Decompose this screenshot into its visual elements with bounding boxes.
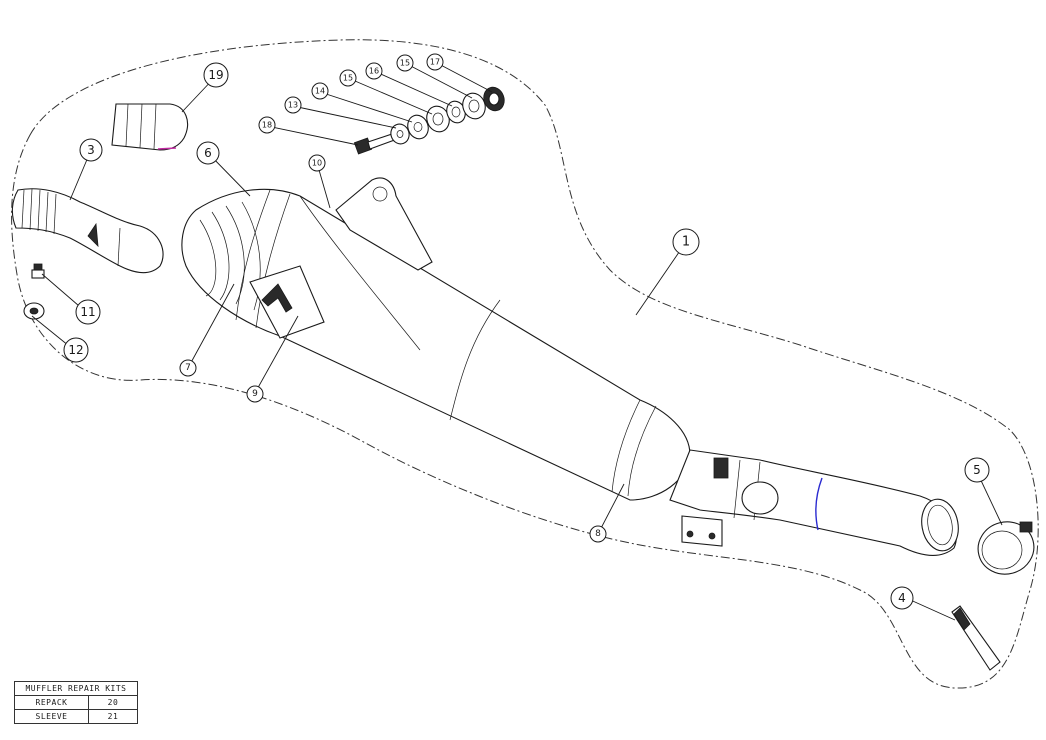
svg-text:14: 14 [315, 87, 325, 96]
part-3-link-pipe [11, 188, 164, 274]
part-5-clamp [977, 521, 1035, 575]
svg-text:19: 19 [208, 68, 223, 82]
part-12-washer [23, 302, 45, 320]
svg-text:9: 9 [252, 389, 258, 399]
svg-text:8: 8 [595, 529, 601, 539]
callout-15-b: 15 [396, 54, 414, 72]
part-4-spring-tool [951, 605, 1001, 671]
assembly-boundary [11, 39, 1039, 689]
svg-text:12: 12 [68, 343, 83, 357]
svg-text:13: 13 [288, 101, 298, 110]
svg-text:6: 6 [204, 146, 212, 160]
part-11-bolt [31, 263, 45, 279]
callout-15-a: 15 [339, 69, 357, 87]
svg-text:15: 15 [343, 74, 353, 83]
repair-kits-row: REPACK 20 [14, 695, 138, 710]
svg-text:18: 18 [262, 121, 272, 130]
part-19-end-cap [111, 103, 188, 151]
svg-text:15: 15 [400, 59, 410, 68]
callout-10: 10 [308, 154, 326, 172]
callout-4: 4 [890, 586, 914, 610]
kit-name: SLEEVE [14, 709, 89, 724]
callout-7: 7 [179, 359, 197, 377]
callout-12: 12 [63, 337, 89, 363]
svg-text:5: 5 [973, 463, 981, 477]
svg-text:16: 16 [369, 67, 379, 76]
callout-3: 3 [79, 138, 103, 162]
kit-number: 21 [88, 709, 138, 724]
callout-5: 5 [964, 457, 990, 483]
repair-kits-table: MUFFLER REPAIR KITS REPACK 20 SLEEVE 21 [14, 681, 138, 724]
callout-6: 6 [196, 141, 220, 165]
callout-11: 11 [75, 299, 101, 325]
svg-text:4: 4 [898, 591, 906, 605]
callout-16: 16 [365, 62, 383, 80]
callout-13: 13 [284, 96, 302, 114]
callout-8: 8 [589, 525, 607, 543]
callout-17: 17 [426, 53, 444, 71]
callout-1: 1 [672, 228, 700, 256]
callout-9: 9 [246, 385, 264, 403]
part-1-muffler [181, 177, 691, 501]
kit-number: 20 [88, 695, 138, 710]
svg-text:3: 3 [87, 143, 95, 157]
svg-text:1: 1 [682, 235, 690, 250]
callout-18: 18 [258, 116, 276, 134]
svg-text:7: 7 [185, 363, 191, 373]
svg-text:11: 11 [80, 305, 95, 319]
leader-lines [31, 61, 1003, 621]
repair-kits-header-row: MUFFLER REPAIR KITS [14, 681, 138, 696]
callout-19: 19 [203, 62, 229, 88]
repair-kits-row: SLEEVE 21 [14, 709, 138, 724]
header-pipe [669, 449, 959, 556]
callout-14: 14 [311, 82, 329, 100]
svg-text:17: 17 [430, 58, 440, 67]
kit-name: REPACK [14, 695, 89, 710]
repair-kits-title: MUFFLER REPAIR KITS [14, 681, 138, 696]
svg-text:10: 10 [312, 159, 322, 168]
hardware-stack [353, 86, 505, 155]
